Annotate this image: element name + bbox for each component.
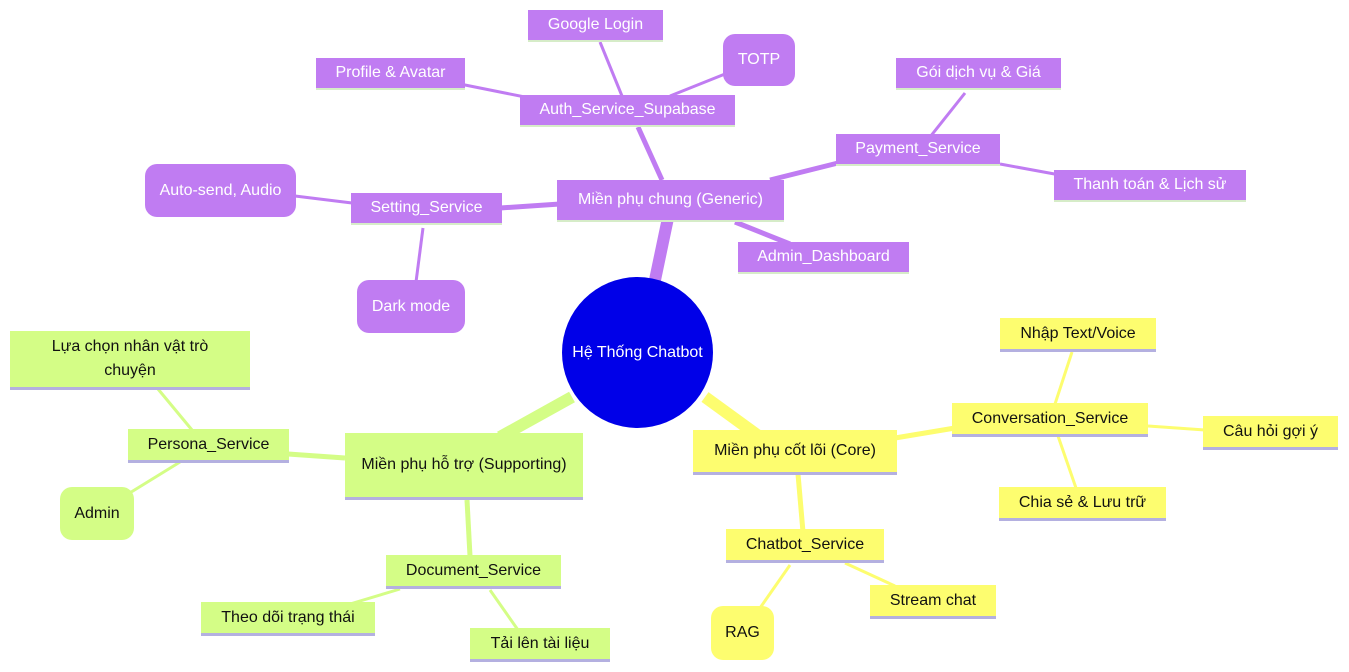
root-node: Hệ Thống Chatbot xyxy=(562,277,713,428)
persona-admin-node: Admin xyxy=(60,487,134,540)
edge-core-conversation xyxy=(894,425,956,441)
conversation-service-node: Conversation_Service xyxy=(952,403,1148,437)
cau-hoi-goi-y-node: Câu hỏi gợi ý xyxy=(1203,416,1338,450)
edge-conversation-nhap xyxy=(1053,351,1074,405)
supporting-node: Miền phụ hỗ trợ (Supporting) xyxy=(345,433,583,500)
edge-document-theodoi xyxy=(349,587,401,606)
core-node: Miền phụ cốt lõi (Core) xyxy=(693,430,897,475)
auth-service-node: Auth_Service_Supabase xyxy=(520,95,735,127)
edge-supporting-document xyxy=(464,499,473,557)
thanh-toan-node: Thanh toán & Lịch sử xyxy=(1054,170,1246,202)
totp-node: TOTP xyxy=(723,34,795,86)
edge-setting-autosend xyxy=(294,194,353,205)
dark-mode-node: Dark mode xyxy=(357,280,465,333)
edge-generic-setting xyxy=(499,201,561,211)
edge-conversation-chiase xyxy=(1056,435,1078,489)
setting-service-node: Setting_Service xyxy=(351,193,502,225)
edge-core-chatbot xyxy=(795,473,806,533)
edge-persona-luachon xyxy=(156,388,194,431)
edge-setting-dark xyxy=(414,227,425,283)
goi-dich-vu-node: Gói dịch vụ & Giá xyxy=(896,58,1061,90)
edge-chatbot-stream xyxy=(844,561,896,588)
admin-dashboard-node: Admin_Dashboard xyxy=(738,242,909,274)
theo-doi-trang-thai-node: Theo dõi trạng thái xyxy=(201,602,375,636)
edge-conversation-cauhoi xyxy=(1147,424,1206,432)
edge-root-supporting xyxy=(497,391,575,443)
nhap-text-voice-node: Nhập Text/Voice xyxy=(1000,318,1156,352)
generic-node: Miền phụ chung (Generic) xyxy=(557,180,784,222)
edge-chatbot-rag xyxy=(758,564,792,609)
chatbot-service-node: Chatbot_Service xyxy=(726,529,884,563)
edge-auth-google xyxy=(598,41,624,97)
payment-service-node: Payment_Service xyxy=(836,134,1000,166)
stream-chat-node: Stream chat xyxy=(870,585,996,619)
persona-service-node: Persona_Service xyxy=(128,429,289,463)
google-login-node: Google Login xyxy=(528,10,663,42)
tai-len-tai-lieu-node: Tải lên tài liệu xyxy=(470,628,610,662)
lua-chon-nhan-vat-node: Lựa chọn nhân vật trò chuyện xyxy=(10,331,250,390)
chia-se-luu-tru-node: Chia sẻ & Lưu trữ xyxy=(999,487,1166,521)
edge-generic-auth xyxy=(635,125,665,182)
document-service-node: Document_Service xyxy=(386,555,561,589)
edge-payment-thanhtoan xyxy=(999,162,1061,177)
auto-send-audio-node: Auto-send, Audio xyxy=(145,164,296,217)
edge-supporting-persona xyxy=(287,451,346,461)
edge-auth-totp xyxy=(669,70,731,98)
edge-persona-admin xyxy=(127,460,181,496)
edge-root-generic xyxy=(649,216,674,282)
edge-payment-goi xyxy=(928,92,967,138)
edge-document-tailen xyxy=(488,589,520,631)
rag-node: RAG xyxy=(711,606,774,660)
edge-generic-admin xyxy=(734,219,791,247)
profile-avatar-node: Profile & Avatar xyxy=(316,58,465,90)
